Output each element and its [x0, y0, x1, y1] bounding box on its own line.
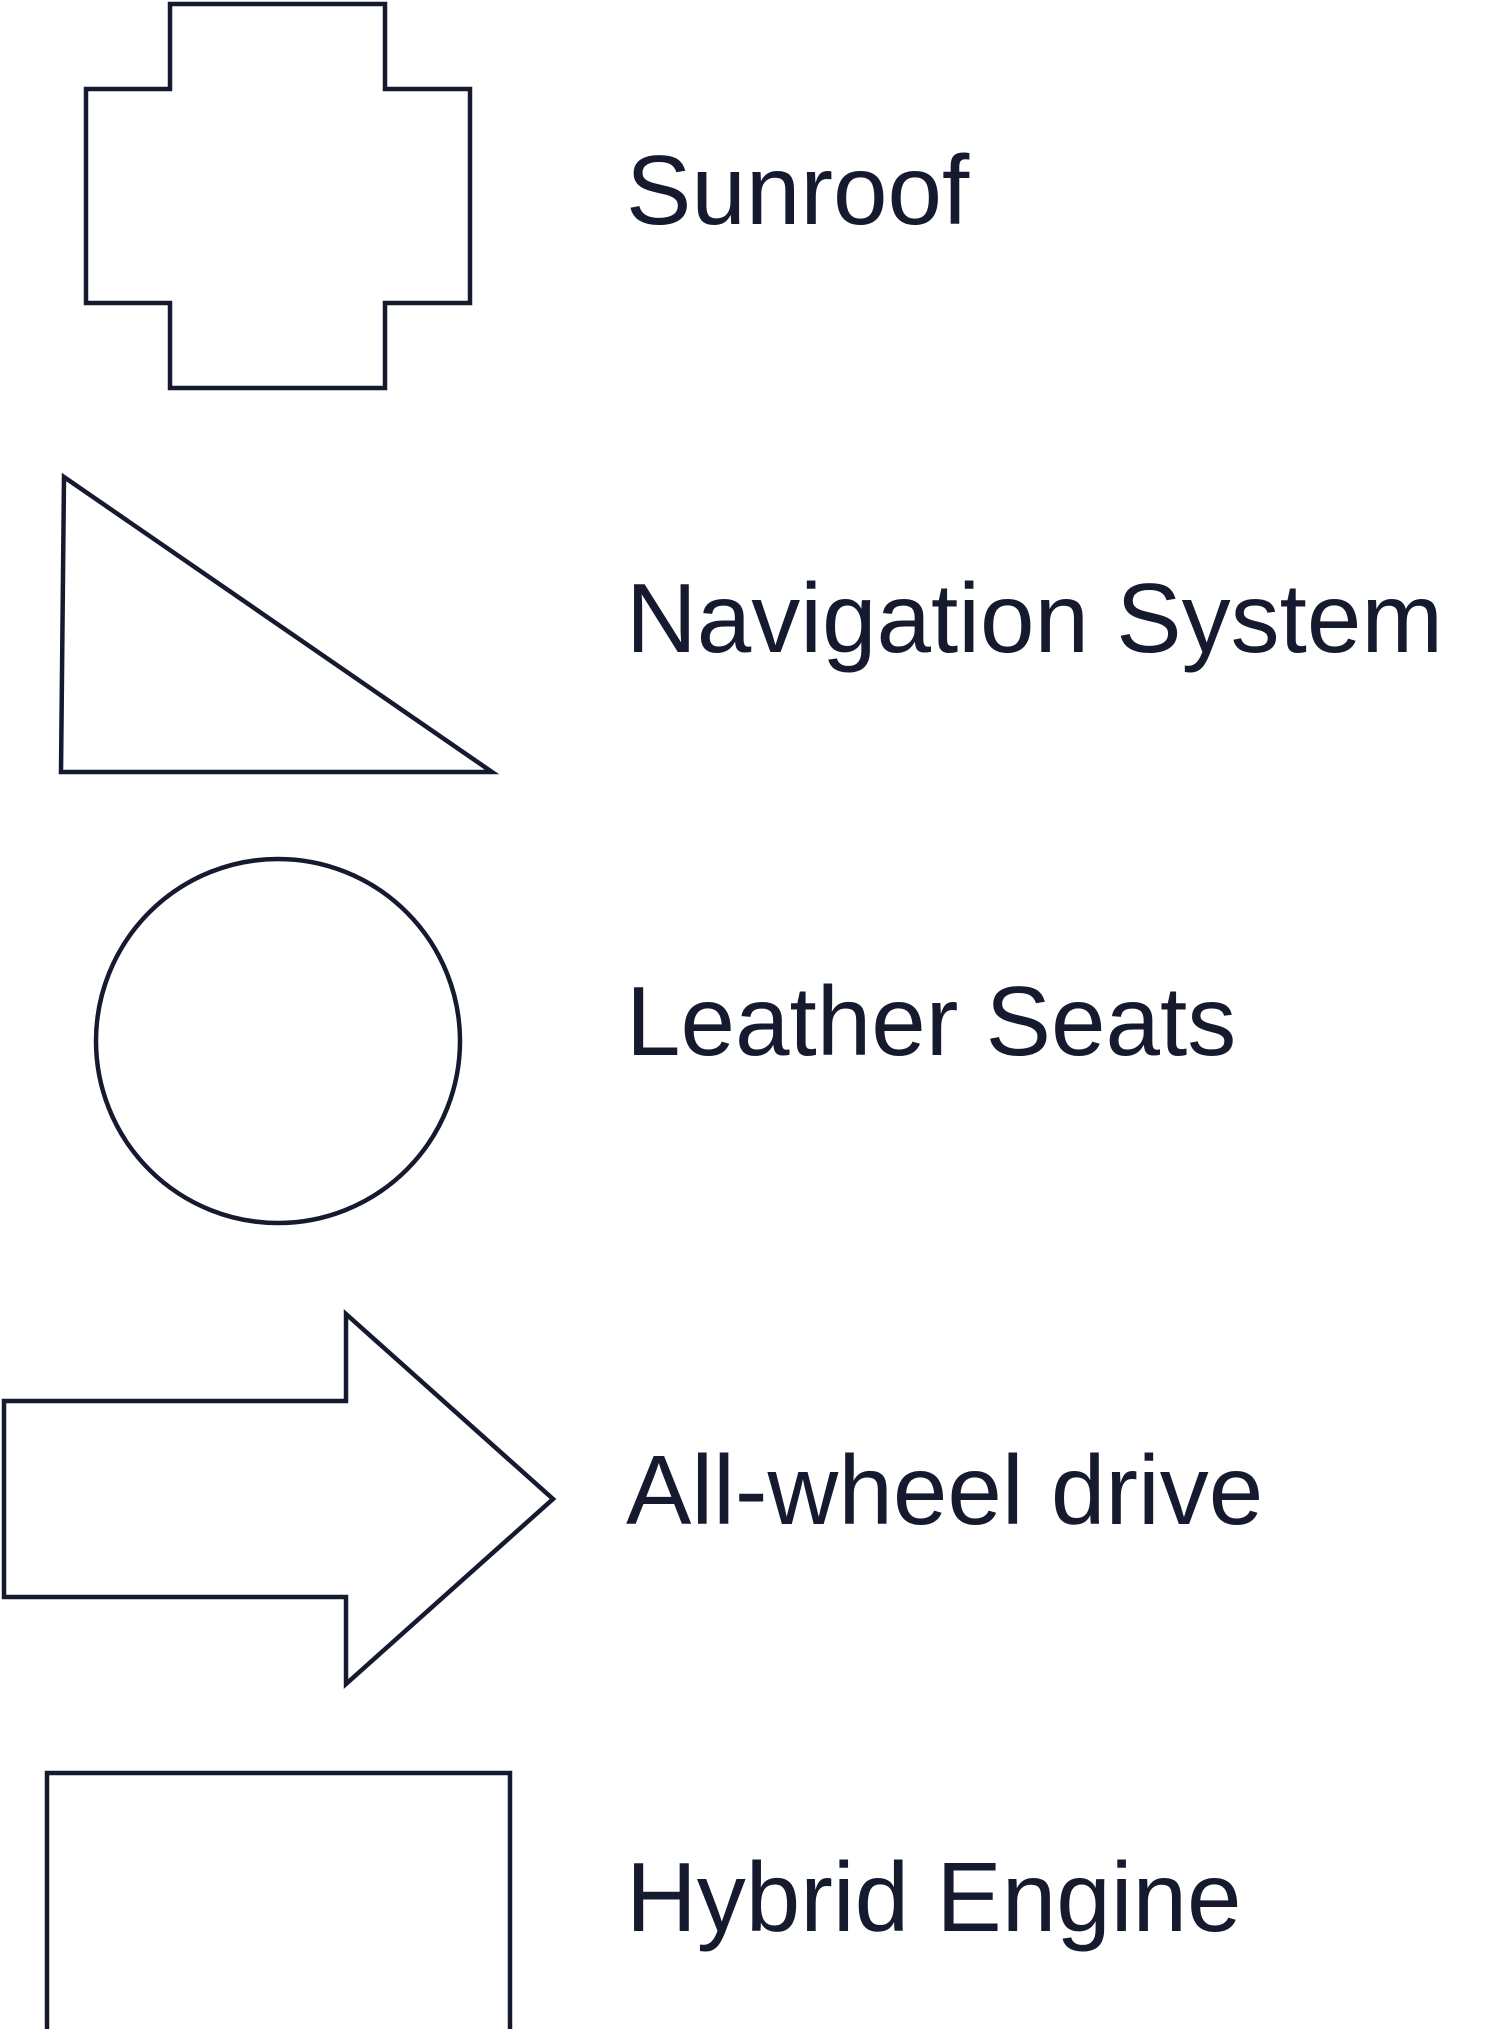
rectangle-shape-icon [44, 1770, 513, 2029]
legend-label-sunroof: Sunroof [626, 135, 970, 245]
triangle-shape-icon [58, 472, 500, 775]
legend-label-hybrid-engine: Hybrid Engine [626, 1842, 1242, 1952]
legend-item-all-wheel-drive: All-wheel drive [1, 1308, 1263, 1690]
legend-item-leather-seats: Leather Seats [93, 856, 1236, 1226]
legend-label-leather-seats: Leather Seats [626, 966, 1236, 1076]
legend-item-navigation-system: Navigation System [58, 472, 1443, 775]
legend-label-navigation-system: Navigation System [626, 563, 1443, 673]
circle-shape-icon [93, 856, 463, 1226]
legend-item-hybrid-engine: Hybrid Engine [44, 1770, 1242, 2029]
legend-label-all-wheel-drive: All-wheel drive [626, 1435, 1263, 1545]
cross-shape-icon [83, 1, 473, 391]
arrow-shape-icon [1, 1308, 557, 1690]
legend-item-sunroof: Sunroof [83, 1, 970, 391]
